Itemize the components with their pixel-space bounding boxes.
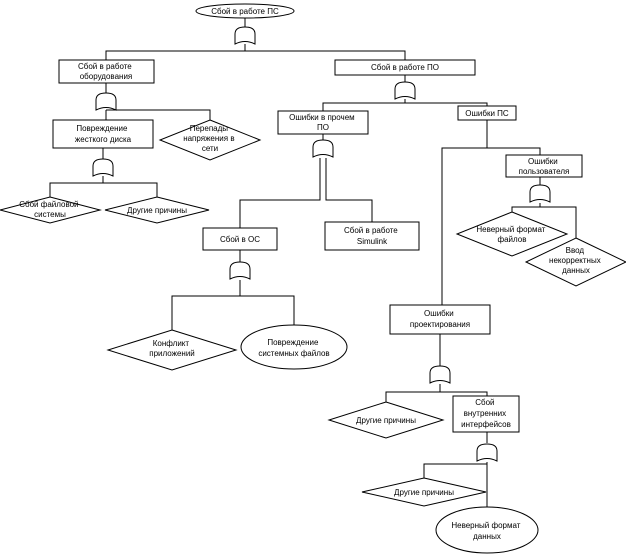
node-label: Ошибки в прочем ПО: [289, 113, 357, 132]
node-label: Неверный формат данных: [451, 521, 522, 541]
node-wrong-data-format[interactable]: Неверный формат данных: [435, 506, 539, 554]
edge-gate1-children: [105, 44, 406, 60]
node-internal-interfaces[interactable]: Сбой внутренних интерфейсов: [452, 395, 520, 433]
node-label: Ошибки ПС: [465, 109, 509, 118]
node-other-sw-errors[interactable]: Ошибки в прочем ПО: [277, 110, 369, 135]
edge-gate4-children: [322, 99, 488, 111]
node-label: Сбой внутренних интерфейсов: [461, 398, 511, 429]
node-label: Неверный формат файлов: [476, 225, 547, 244]
edge-gate9-children: [423, 462, 488, 508]
node-other-causes-hdd[interactable]: Другие причины: [104, 196, 210, 224]
or-gate-icon: [234, 26, 256, 45]
or-gate-icon: [95, 92, 117, 111]
node-label: Сбой файловой системы: [19, 200, 81, 219]
node-hardware-failure[interactable]: Сбой в работе оборудования: [58, 59, 155, 84]
node-label: Сбой в работе ПС: [211, 7, 279, 16]
node-label: Сбой в ОС: [220, 235, 260, 244]
or-gates: [92, 26, 551, 462]
edge-gate8-children: [385, 384, 488, 402]
node-label: Конфликт приложений: [149, 339, 195, 358]
connector-lines: [49, 17, 577, 508]
or-gate-icon: [429, 365, 451, 384]
node-label: Другие причины: [394, 488, 454, 497]
node-app-conflict[interactable]: Конфликт приложений: [106, 329, 238, 371]
edge-gate3-children: [49, 176, 158, 197]
edge-gate2-children: [105, 109, 211, 120]
node-label: Ошибки пользователя: [519, 157, 570, 176]
edge-gate7-children: [511, 203, 577, 238]
node-label: Ввод некорректных данных: [549, 246, 603, 275]
node-label: Перепады напряжения в сети: [183, 124, 237, 153]
node-software-failure[interactable]: Сбой в работе ПО: [334, 59, 476, 76]
edge-gate6-children: [171, 280, 295, 330]
node-sys-files-damage[interactable]: Повреждение системных файлов: [240, 324, 348, 370]
node-power-surges[interactable]: Перепады напряжения в сети: [158, 119, 262, 161]
node-label: Сбой в работе Simulink: [344, 226, 400, 246]
node-design-errors[interactable]: Ошибки проектирования: [389, 304, 491, 335]
node-label: Другие причины: [356, 416, 416, 425]
node-label: Сбой в работе оборудования: [78, 62, 134, 81]
node-top-event[interactable]: Сбой в работе ПС: [195, 3, 295, 19]
node-user-errors[interactable]: Ошибки пользователя: [505, 154, 583, 178]
node-ps-errors[interactable]: Ошибки ПС: [457, 105, 517, 121]
or-gate-icon: [312, 139, 334, 158]
node-label: Другие причины: [127, 206, 187, 215]
edge-ps-children: [441, 120, 541, 305]
node-label: Ошибки проектирования: [410, 309, 470, 329]
node-hdd-damage[interactable]: Повреждение жесткого диска: [52, 119, 154, 149]
or-gate-icon: [229, 261, 251, 280]
node-invalid-input[interactable]: Ввод некорректных данных: [524, 237, 626, 287]
or-gate-icon: [529, 184, 551, 203]
node-label: Повреждение жесткого диска: [75, 124, 132, 144]
node-fs-failure[interactable]: Сбой файловой системы: [0, 196, 102, 224]
edge-gate5-children: [239, 158, 373, 228]
node-simulink-failure[interactable]: Сбой в работе Simulink: [324, 221, 420, 251]
node-os-failure[interactable]: Сбой в ОС: [202, 227, 278, 251]
node-label: Повреждение системных файлов: [258, 338, 329, 358]
or-gate-icon: [394, 81, 416, 100]
node-other-causes-design[interactable]: Другие причины: [327, 401, 445, 439]
or-gate-icon: [476, 443, 498, 462]
or-gate-icon: [92, 158, 114, 177]
node-other-causes-interfaces[interactable]: Другие причины: [361, 477, 487, 507]
node-wrong-file-format[interactable]: Неверный формат файлов: [455, 211, 569, 257]
node-label: Сбой в работе ПО: [371, 63, 439, 72]
